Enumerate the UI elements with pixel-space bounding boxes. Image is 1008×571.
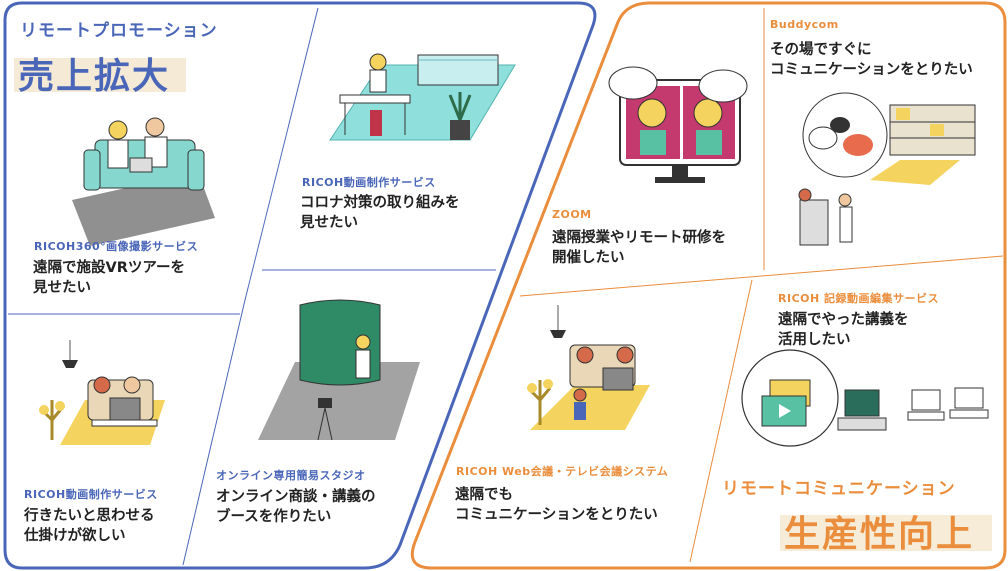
service-label-covid: RICOH動画制作サービス: [302, 176, 436, 189]
left-title-highlight: [14, 58, 186, 92]
description-recording: 遠隔でやった講義を 活用したい: [778, 312, 909, 348]
service-label-vr: RICOH360°画像撮影サービス: [34, 240, 199, 253]
right-panel-frame: [410, 1, 1007, 570]
zoom-monitor-illustration: [608, 66, 748, 183]
home-video-illustration: [39, 340, 165, 445]
left-panel-title: 売上拡大: [18, 56, 171, 97]
description-vr: 遠隔で施設VRツアーを 見せたい: [33, 260, 186, 296]
studio-illustration: [258, 299, 420, 441]
covid-room-illustration: [329, 53, 516, 141]
service-label-buddycom: Buddycom: [770, 18, 839, 31]
service-label-recording: RICOH 記録動画編集サービス: [778, 292, 940, 305]
description-buddycom: その場ですぐに コミュニケーションをとりたい: [770, 42, 973, 78]
service-label-web-meeting: RICOH Web会議・テレビ会議システム: [456, 465, 669, 478]
web-meeting-illustration: [527, 305, 650, 430]
left-panel-frame: [3, 1, 597, 570]
service-label-video: RICOH動画制作サービス: [24, 488, 158, 501]
left-divider-vertical-bottom: [182, 299, 246, 566]
right-divider-vertical-bottom: [689, 279, 753, 563]
description-web-meeting: 遠隔でも コミュニケーションをとりたい: [455, 487, 658, 523]
description-zoom: 遠隔授業やリモート研修を 開催したい: [552, 230, 726, 266]
left-divider-vertical-top: [244, 7, 319, 301]
description-covid: コロナ対策の取り組みを 見せたい: [300, 195, 460, 231]
right-divider-horizontal: [519, 255, 1004, 297]
service-label-studio: オンライン専用簡易スタジオ: [216, 469, 366, 482]
buddycom-illustration: [798, 92, 976, 246]
left-panel-subtitle: リモートプロモーション: [20, 21, 218, 41]
right-panel-title: 生産性向上: [784, 514, 975, 555]
right-title-highlight: [780, 515, 992, 551]
vr-tour-illustration: [72, 117, 215, 246]
video-editing-illustration: [741, 349, 989, 447]
right-panel-subtitle: リモートコミュニケーション: [722, 479, 956, 499]
service-label-zoom: ZOOM: [552, 208, 592, 221]
description-studio: オンライン商談・講義の ブースを作りたい: [216, 489, 376, 525]
description-video: 行きたいと思わせる 仕掛けが欲しい: [24, 508, 155, 544]
